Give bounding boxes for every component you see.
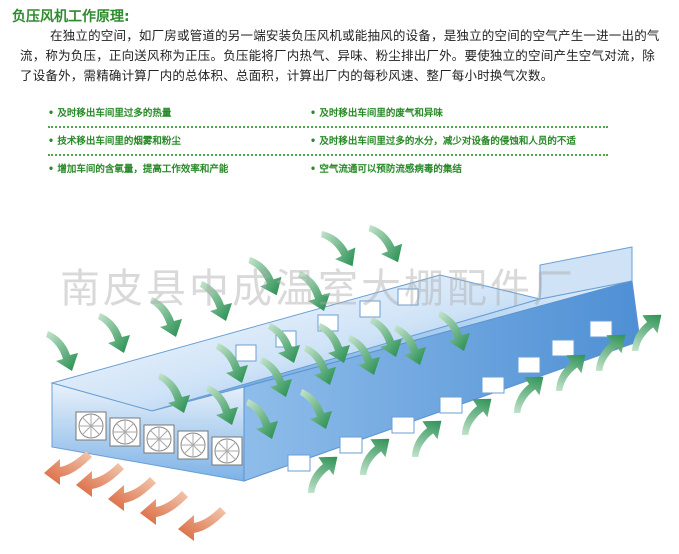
benefit-row-3: • 增加车间的含氧量，提高工作效率和产能 • 空气流通可以预防流感病毒的集结 — [48, 161, 608, 177]
benefit-item: • 增加车间的含氧量，提高工作效率和产能 — [48, 164, 229, 175]
dotted-divider — [48, 126, 608, 128]
exhaust-fan-row — [75, 411, 243, 466]
benefit-row-2: • 技术移出车间里的烟雾和粉尘 • 及时移出车间里过多的水分，减少对设备的侵蚀和… — [48, 133, 608, 149]
benefit-row-1: • 及时移出车间里过多的热量 • 及时移出车间里的废气和异味 — [48, 105, 608, 121]
benefit-item: • 技术移出车间里的烟雾和粉尘 — [48, 136, 181, 147]
benefit-item: • 及时移出车间里过多的热量 — [48, 108, 172, 119]
dotted-divider — [48, 154, 608, 156]
description-paragraph: 在独立的空间，如厂房或管道的另一端安装负压风机或能抽风的设备，是独立的空间的空气… — [20, 28, 660, 83]
benefit-item: • 空气流通可以预防流感病毒的集结 — [310, 164, 462, 175]
benefit-item: • 及时移出车间里过多的水分，减少对设备的侵蚀和人员的不适 — [310, 136, 576, 147]
section-title: 负压风机工作原理: — [12, 9, 130, 25]
watermark-text: 南皮县中成温室大棚配件厂 — [60, 266, 576, 312]
negative-pressure-diagram — [44, 221, 671, 541]
benefit-item: • 及时移出车间里的废气和异味 — [310, 108, 443, 119]
